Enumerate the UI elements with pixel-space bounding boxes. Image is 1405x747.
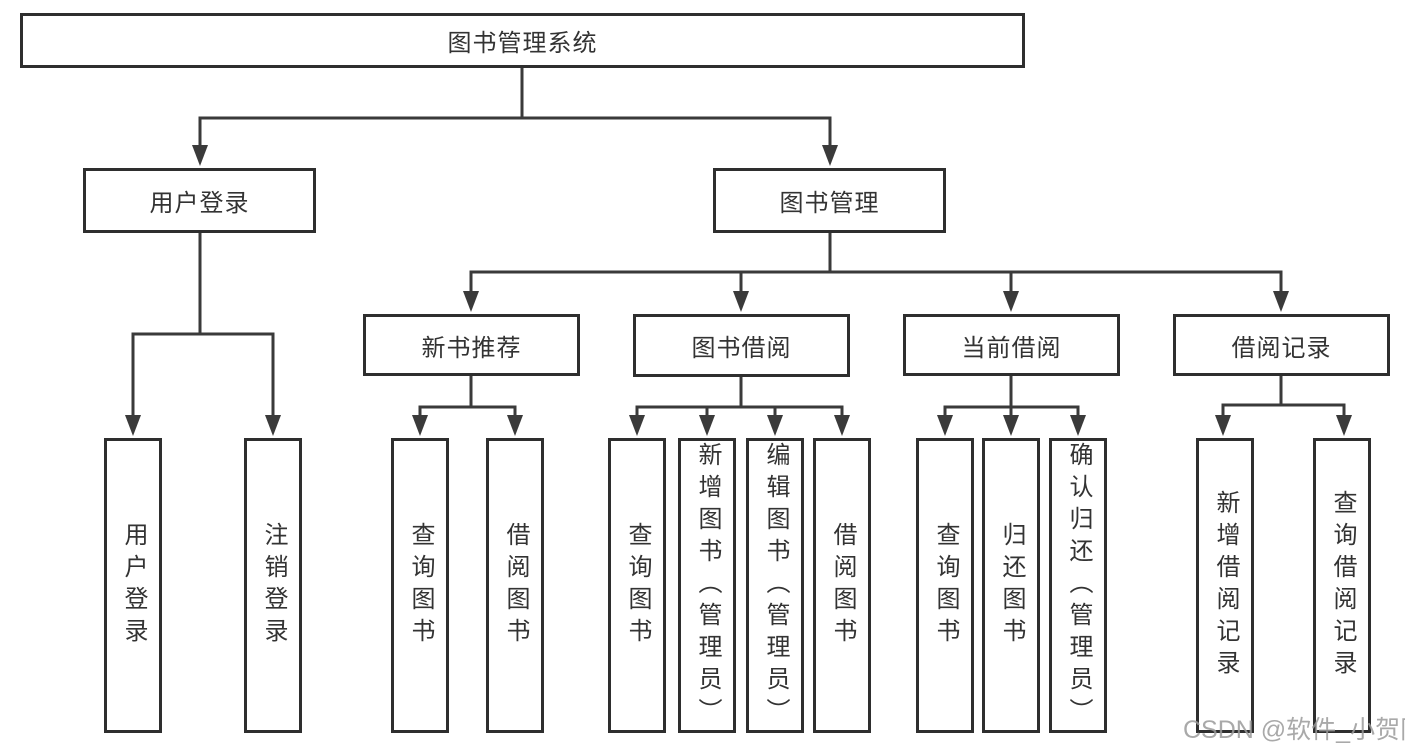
arrowhead-down-icon <box>1003 291 1019 312</box>
node-label: 图书管理 <box>779 190 880 217</box>
leaf-label: 用户登录 <box>120 521 147 650</box>
leaf-return-book: 归还图书 <box>982 438 1040 733</box>
arrowhead-down-icon <box>834 415 850 436</box>
leaf-query-borrow-record: 查询借阅记录 <box>1313 438 1371 733</box>
node-label: 当前借阅 <box>961 334 1062 362</box>
leaf-label: 编辑图书（管理员） <box>762 441 789 730</box>
leaf-label: 确认归还（管理员） <box>1065 441 1092 730</box>
connector-user-login-to-leaves <box>125 231 281 436</box>
arrowhead-down-icon <box>767 415 783 436</box>
node-book-borrow: 图书借阅 <box>633 314 850 377</box>
arrowhead-down-icon <box>125 415 141 436</box>
leaf-label: 注销登录 <box>260 521 287 650</box>
leaf-label: 新增借阅记录 <box>1212 489 1239 682</box>
csdn-watermark: CSDN @软件_小贺同学 <box>1183 716 1405 744</box>
connector-root-to-level2 <box>192 66 838 166</box>
arrowhead-down-icon <box>1070 415 1086 436</box>
leaf-add-book-admin: 新增图书（管理员） <box>678 438 736 733</box>
arrowhead-down-icon <box>1215 415 1231 436</box>
connector-book-borrow-to-leaves <box>629 374 850 436</box>
leaf-label: 借阅图书 <box>829 521 856 650</box>
leaf-add-borrow-record: 新增借阅记录 <box>1196 438 1254 733</box>
leaf-label: 查询图书 <box>932 521 959 650</box>
node-label: 用户登录 <box>149 190 250 217</box>
leaf-label: 新增图书（管理员） <box>694 441 721 730</box>
arrowhead-down-icon <box>937 415 953 436</box>
arrowhead-down-icon <box>1336 415 1352 436</box>
connector-current-borrow-to-leaves <box>937 374 1086 436</box>
arrowhead-down-icon <box>699 415 715 436</box>
leaf-label: 借阅图书 <box>502 521 529 650</box>
leaf-confirm-return-admin: 确认归还（管理员） <box>1049 438 1107 733</box>
node-label: 新书推荐 <box>421 334 522 362</box>
node-root-library-system: 图书管理系统 <box>20 13 1025 68</box>
leaf-borrow-book: 借阅图书 <box>813 438 871 733</box>
leaf-query-book-borrow: 查询图书 <box>608 438 666 733</box>
leaf-query-book-recommend: 查询图书 <box>391 438 449 733</box>
arrowhead-down-icon <box>265 415 281 436</box>
arrowhead-down-icon <box>412 415 428 436</box>
arrowhead-down-icon <box>733 291 749 312</box>
connector-borrow-record-to-leaves <box>1215 374 1352 436</box>
arrowhead-down-icon <box>507 415 523 436</box>
leaf-label: 查询图书 <box>407 521 434 650</box>
arrowhead-down-icon <box>629 415 645 436</box>
arrowhead-down-icon <box>1003 415 1019 436</box>
leaf-label: 查询借阅记录 <box>1329 489 1356 682</box>
node-user-login: 用户登录 <box>83 168 316 233</box>
arrowhead-down-icon <box>192 145 208 166</box>
node-book-management: 图书管理 <box>713 168 946 233</box>
arrowhead-down-icon <box>463 291 479 312</box>
leaf-label: 归还图书 <box>998 521 1025 650</box>
arrowhead-down-icon <box>1273 291 1289 312</box>
node-label: 图书借阅 <box>691 335 792 362</box>
node-new-book-recommend: 新书推荐 <box>363 314 580 376</box>
node-borrow-record: 借阅记录 <box>1173 314 1390 376</box>
leaf-label: 查询图书 <box>624 521 651 650</box>
node-current-borrow: 当前借阅 <box>903 314 1120 376</box>
node-label: 借阅记录 <box>1231 334 1332 362</box>
connector-new-book-rec-to-leaves <box>412 374 523 436</box>
leaf-borrow-book-recommend: 借阅图书 <box>486 438 544 733</box>
leaf-query-book-current: 查询图书 <box>916 438 974 733</box>
leaf-user-login: 用户登录 <box>104 438 162 733</box>
connector-book-mgmt-to-level3 <box>463 231 1289 312</box>
arrowhead-down-icon <box>822 145 838 166</box>
node-label: 图书管理系统 <box>447 30 598 57</box>
leaf-logout: 注销登录 <box>244 438 302 733</box>
leaf-edit-book-admin: 编辑图书（管理员） <box>746 438 804 733</box>
